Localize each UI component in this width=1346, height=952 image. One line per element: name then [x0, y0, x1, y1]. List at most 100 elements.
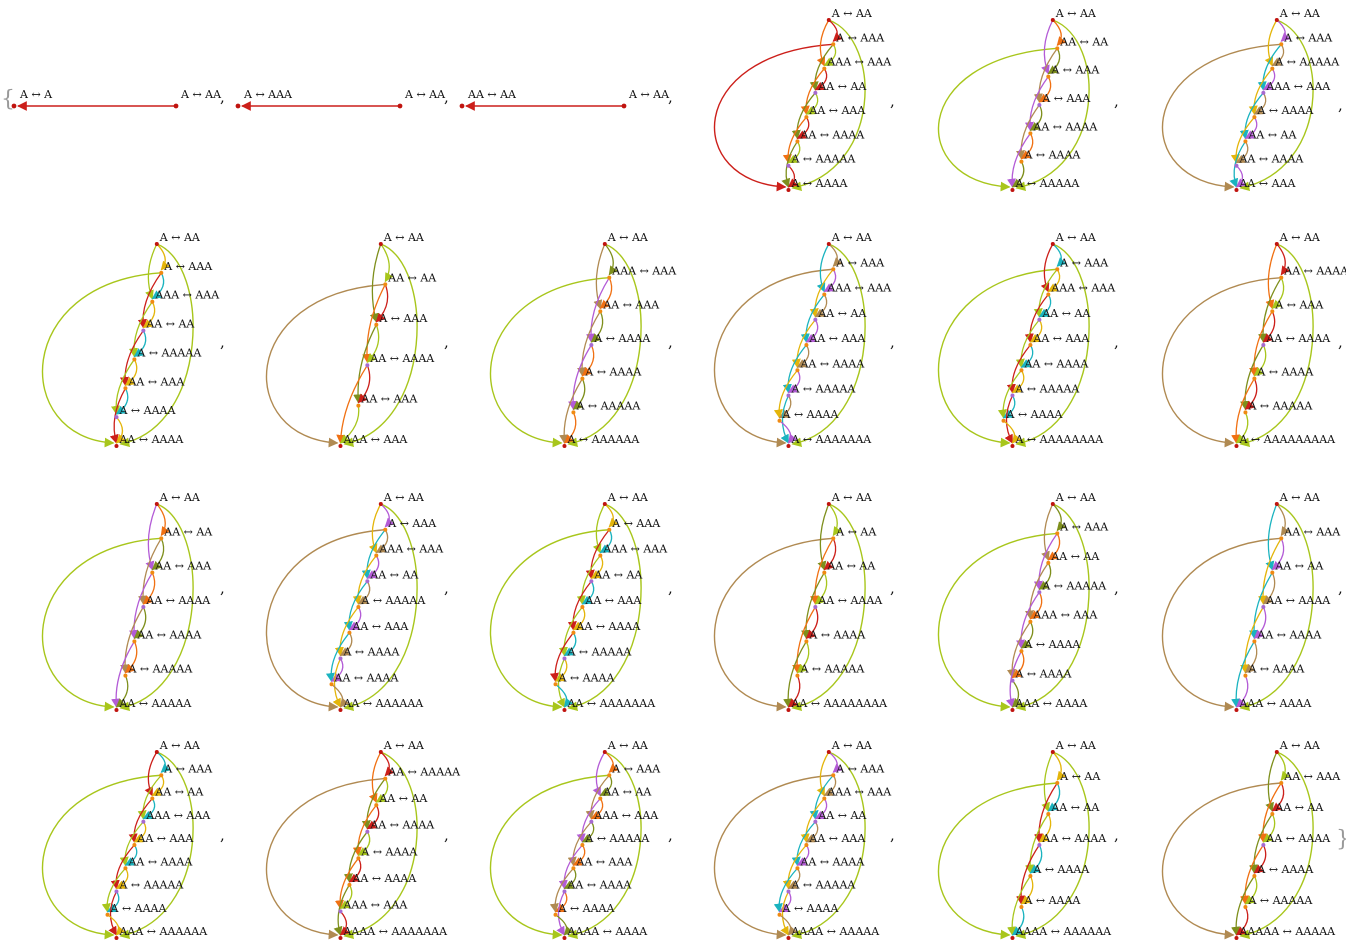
edge-arrow — [604, 503, 619, 528]
list-separator: , — [1114, 333, 1119, 351]
node-dot — [1010, 678, 1015, 683]
node-label: AA ↔ AAA — [351, 620, 409, 633]
edge-arrow — [816, 243, 830, 293]
edge-arrow — [41, 537, 162, 712]
node-dot — [826, 502, 831, 506]
node-dot — [831, 773, 836, 778]
edge-arrow — [816, 19, 830, 67]
node-dot — [571, 410, 576, 415]
edge-arrow — [1015, 503, 1090, 712]
edge-arrow — [779, 420, 798, 444]
node-label: A ↔ AA — [1055, 491, 1097, 504]
edge-arrow — [115, 416, 126, 444]
edge-arrow — [823, 538, 837, 571]
node-dot — [1028, 131, 1033, 136]
edge-arrow — [1276, 751, 1290, 781]
node-dot — [1243, 139, 1248, 144]
graph-20: A ↔ AAAA ↔ AAAAAAA ↔ AAAA ↔ AAAAA ↔ AAAA… — [265, 739, 461, 940]
edge-arrow — [787, 369, 801, 394]
edge-arrow — [1029, 104, 1043, 131]
node-dot — [1028, 874, 1033, 878]
edge-arrow — [828, 243, 843, 267]
node-label: A ↔ AAAA — [1023, 638, 1081, 651]
node-dot — [1037, 590, 1042, 595]
edge-arrow — [1015, 751, 1090, 940]
edge-arrow — [1264, 19, 1278, 67]
edge-arrow — [1052, 751, 1066, 781]
edge-arrow — [375, 284, 389, 323]
node-label: AAA ↔ AAA — [593, 809, 659, 822]
node-dot — [1046, 812, 1051, 816]
edge-arrow — [357, 831, 371, 856]
node-dot — [804, 115, 809, 120]
edge-arrow — [828, 19, 843, 42]
edge-arrow — [1239, 503, 1314, 712]
edge-arrow — [1020, 344, 1034, 368]
node-label: A ↔ AAAA — [808, 628, 866, 641]
edge-arrow — [1276, 19, 1291, 42]
edge-arrow — [380, 503, 395, 528]
node-dot — [589, 579, 594, 584]
graph-21: A ↔ AAA ↔ AAAAA ↔ AAAAA ↔ AAAA ↔ AAAAAAA… — [489, 739, 661, 940]
edge-arrow — [1161, 276, 1282, 448]
node-dot — [1050, 18, 1055, 22]
edge-arrow — [339, 632, 353, 657]
node-label: A ↔ AAAAAAAA — [1014, 433, 1104, 446]
edge-arrow — [332, 658, 342, 708]
node-label: A ↔ AA — [1055, 231, 1097, 244]
edge-arrow — [823, 268, 837, 293]
node-dot — [1279, 536, 1284, 541]
node-dot — [159, 773, 164, 778]
edge-arrow — [1041, 751, 1054, 812]
node-label: A ↔ AAAA — [342, 646, 400, 659]
node-dot — [777, 418, 782, 423]
edge-arrow — [156, 503, 170, 537]
edge-arrow — [796, 641, 810, 674]
list-separator: , — [444, 579, 449, 597]
node-dot — [1050, 242, 1055, 246]
node-dot — [123, 386, 128, 391]
node-label: AA ↔ AAA — [584, 594, 642, 607]
node-label: A ↔ AAAA — [1256, 863, 1314, 876]
node-label: AA ↔ AAAA — [575, 620, 641, 633]
edge-arrow — [142, 572, 156, 605]
node-label: A ↔ AAA — [835, 762, 885, 775]
node-dot — [1274, 750, 1279, 754]
node-label: AAA ↔ AAAA — [1014, 697, 1088, 710]
edge-arrow — [1047, 268, 1061, 293]
node-label: A ↔ AAAA — [1023, 894, 1081, 907]
node-label: AA ↔ AAAA — [1265, 594, 1331, 607]
node-label: AA ↔ AAAAAAAA — [790, 697, 888, 710]
edge-arrow — [592, 751, 606, 797]
node-dot — [1046, 292, 1051, 297]
node-label: A ↔ AAAAAAA — [790, 433, 872, 446]
edge-arrow — [787, 867, 801, 890]
edge-arrow — [599, 277, 613, 309]
node-label: AA ↔ AA — [1247, 128, 1297, 141]
node-label: A ↔ AAAA — [782, 408, 840, 421]
node-dot — [154, 242, 159, 246]
node-label: AA ↔ AA — [369, 568, 419, 581]
edge-arrow — [1262, 311, 1276, 343]
node-label: AA ↔ AAAA — [1041, 832, 1107, 845]
edge-arrow — [366, 804, 380, 830]
node-label: A ↔ AAAA — [790, 177, 848, 190]
node-dot — [1243, 673, 1248, 678]
node-label: AA ↔ AAA — [154, 560, 212, 573]
edge-arrow — [142, 798, 156, 820]
edge-arrow — [1047, 533, 1061, 561]
node-label: A ↔ AAAAA — [127, 663, 193, 676]
node-label: AA ↔ AA — [602, 786, 652, 799]
node-dot — [397, 103, 403, 109]
node-label: AAA ↔ AAA — [611, 265, 677, 278]
node-dot — [1270, 309, 1275, 314]
edge-arrow — [115, 675, 129, 708]
node-label: AA ↔ AA — [163, 525, 213, 538]
edge-arrow — [787, 675, 801, 708]
edge-arrow — [791, 19, 866, 192]
node-dot — [1050, 502, 1055, 506]
graph-19: A ↔ AAA ↔ AAAAA ↔ AAAAA ↔ AAAAA ↔ AAAAA … — [41, 739, 213, 940]
edge-arrow — [1052, 503, 1067, 532]
edge-arrow — [604, 751, 619, 773]
edge-arrow — [1029, 319, 1043, 343]
